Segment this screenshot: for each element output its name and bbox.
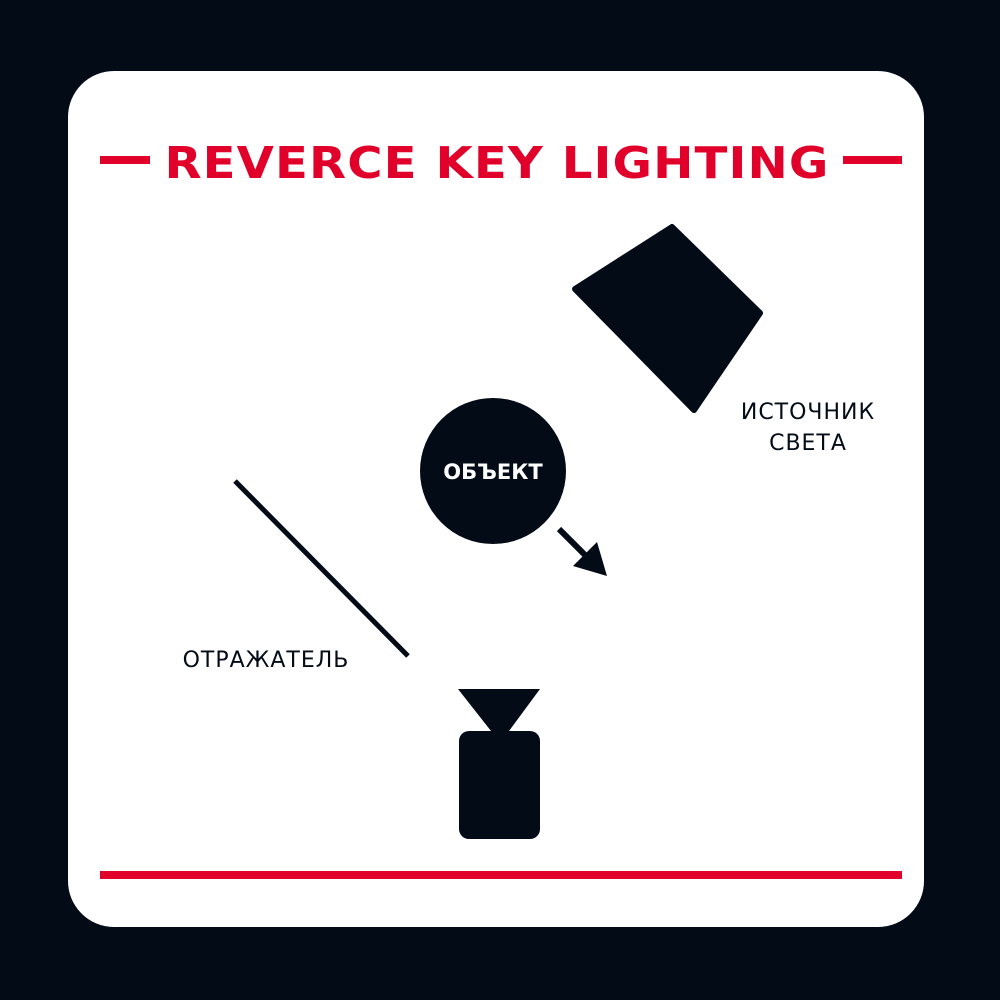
light-source-label-line2: СВЕТА (769, 431, 847, 456)
object-circle (420, 398, 566, 544)
softbox-icon (572, 224, 763, 413)
arrow-shaft (556, 526, 591, 561)
diagram-title: REVERCE KEY LIGHTING (165, 138, 830, 189)
reflector-line (233, 479, 410, 658)
camera-body (459, 731, 540, 839)
reflector-label: ОТРАЖАТЕЛЬ (183, 648, 350, 673)
light-source-label-line1: ИСТОЧНИК (741, 400, 875, 425)
arrow-icon (573, 542, 607, 576)
object-label: ОБЪЕКТ (443, 460, 543, 484)
camera-icon (458, 689, 540, 839)
camera-lens (458, 689, 540, 731)
